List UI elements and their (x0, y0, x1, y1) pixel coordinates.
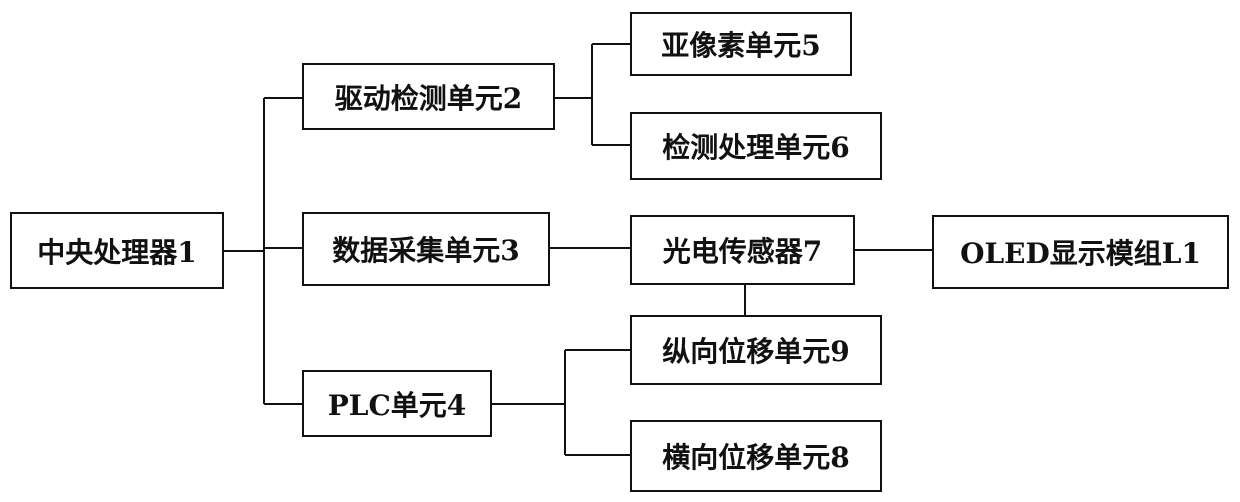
detection-processing-unit-box: 检测处理单元6 (630, 112, 882, 180)
plc-unit-box: PLC单元4 (302, 370, 492, 437)
photoelectric-sensor-box: 光电传感器7 (630, 215, 855, 285)
horizontal-displacement-unit-box: 横向位移单元8 (630, 420, 882, 492)
vertical-displacement-unit-box: 纵向位移单元9 (630, 315, 882, 385)
subpixel-unit-box: 亚像素单元5 (630, 12, 852, 76)
oled-display-module-box: OLED显示模组L1 (932, 215, 1229, 289)
drive-detection-unit-box: 驱动检测单元2 (302, 63, 555, 130)
data-acquisition-unit-box: 数据采集单元3 (302, 212, 550, 286)
central-processor-box: 中央处理器1 (10, 212, 224, 289)
